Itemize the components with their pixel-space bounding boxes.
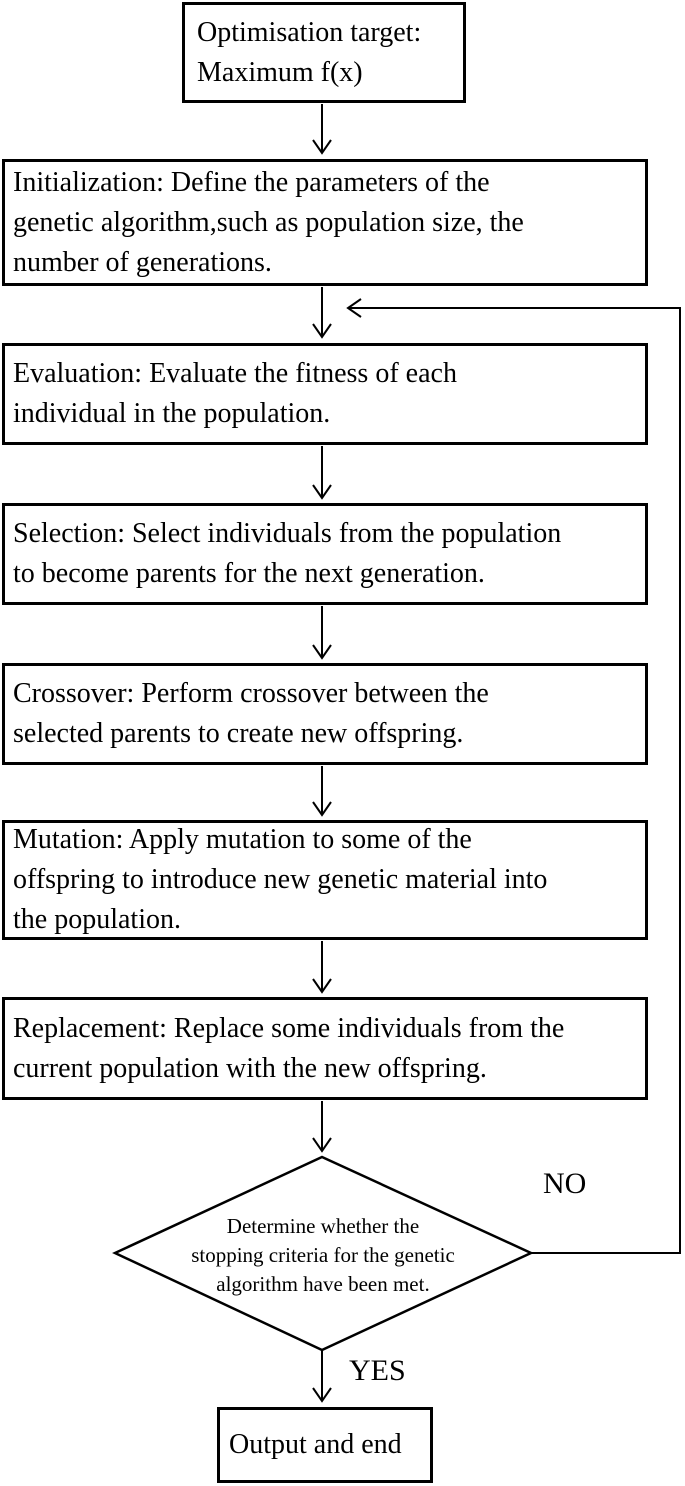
decision-diamond: [112, 1155, 534, 1352]
node-selection-text: Selection: Select individuals from the p…: [13, 518, 562, 589]
branch-label-yes: YES: [349, 1354, 406, 1387]
node-decision-text: Determine whether the stopping criteria …: [191, 1214, 455, 1296]
node-evaluation-text: Evaluation: Evaluate the fitness of each…: [13, 358, 457, 429]
node-mutation-text: Mutation: Apply mutation to some of the …: [13, 824, 548, 935]
node-start-text: Optimisation target: Maximum f(x): [197, 16, 422, 88]
branch-label-no: NO: [543, 1167, 587, 1200]
node-start: Optimisation target: Maximum f(x): [182, 2, 466, 103]
node-selection: Selection: Select individuals from the p…: [2, 503, 648, 605]
node-crossover: Crossover: Perform crossover between the…: [2, 663, 648, 765]
node-crossover-text: Crossover: Perform crossover between the…: [13, 678, 489, 749]
node-initialization-text: Initialization: Define the parameters of…: [13, 166, 524, 278]
node-initialization: Initialization: Define the parameters of…: [2, 159, 648, 286]
node-replacement-text: Replacement: Replace some individuals fr…: [13, 1012, 565, 1084]
node-output: Output and end: [217, 1407, 433, 1483]
node-evaluation: Evaluation: Evaluate the fitness of each…: [2, 343, 648, 445]
node-output-text: Output and end: [229, 1429, 402, 1460]
node-mutation: Mutation: Apply mutation to some of the …: [2, 820, 648, 940]
node-replacement: Replacement: Replace some individuals fr…: [2, 997, 648, 1100]
feedback-loop-no: [346, 298, 681, 1254]
